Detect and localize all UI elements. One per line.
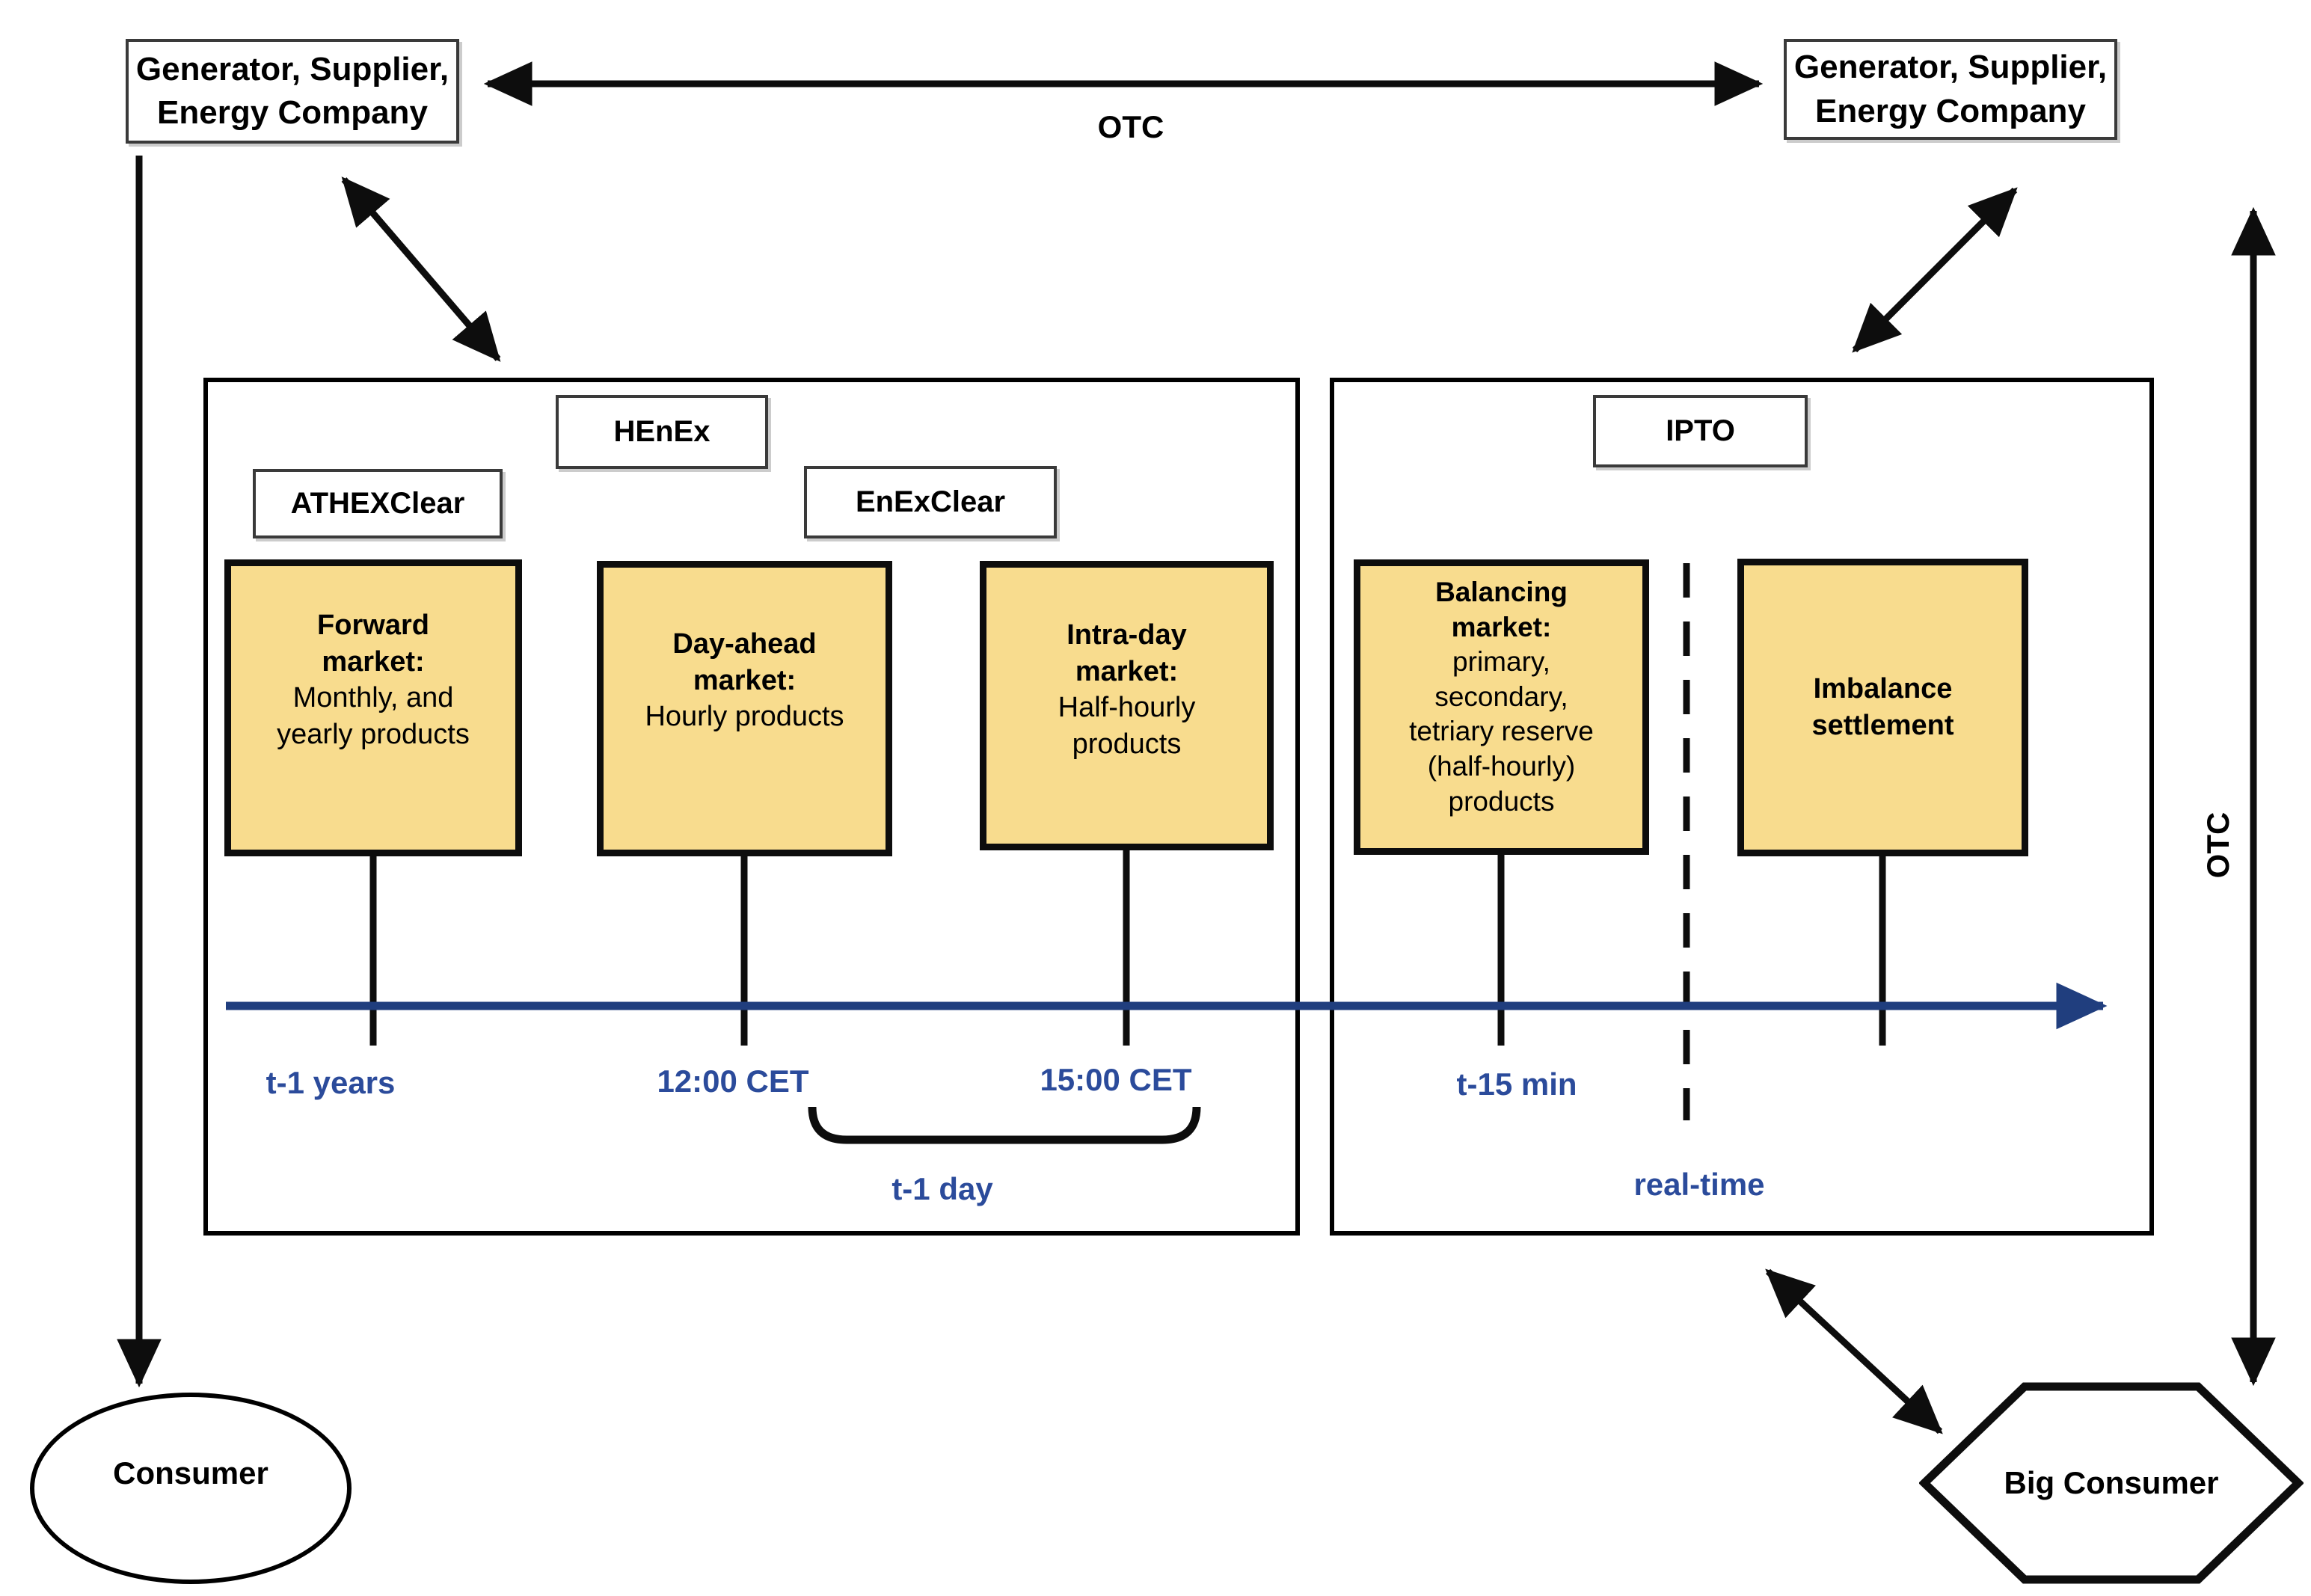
actor-box-top-right: Generator, Supplier, Energy Company [1784,39,2117,140]
big-consumer-hexagon-shape [1919,1382,2304,1584]
otc-top-label: OTC [1097,109,1164,144]
big-consumer-hexagon [1919,1382,2304,1584]
ipto-bigconsumer-arrow [1765,1268,1943,1434]
actor-top-right-label: Generator, Supplier, Energy Company [1793,49,2108,129]
ipto-market-container [1330,378,2154,1236]
day-ahead-market-title: Day-ahead market: [672,628,817,696]
timeline-label-t15-min: t-15 min [1456,1066,1577,1102]
timeline-label-15cet: 15:00 CET [1040,1062,1192,1097]
timeline-label-t1-day: t-1 day [891,1171,993,1206]
big-consumer-label-wrap: Big Consumer [1919,1381,2304,1586]
balancing-market-title: Balancing market: [1435,577,1568,642]
actor-box-top-left: Generator, Supplier, Energy Company [126,39,459,144]
enexclear-label: EnExClear [855,485,1006,518]
consumer-label: Consumer [113,1455,268,1491]
balancing-market-desc: primary, secondary, tetriary reserve (ha… [1409,646,1594,817]
forward-market-title: Forward market: [317,610,429,678]
henex-label-box: HEnEx [556,395,768,469]
ipto-label: IPTO [1666,414,1735,447]
supplier-ipto-arrow [1852,187,2018,353]
intra-day-market-title: Intra-day market: [1067,619,1187,687]
intra-day-market-desc: Half-hourly products [1058,692,1196,760]
supplier-henex-arrow [341,177,501,362]
intra-day-market-box: Intra-day market: Half-hourly products [980,561,1274,850]
day-ahead-market-desc: Hourly products [645,701,844,733]
actor-top-left-label: Generator, Supplier, Energy Company [135,50,449,131]
enexclear-label-box: EnExClear [804,466,1057,538]
forward-market-desc: Monthly, and yearly products [277,682,470,750]
athexclear-label: ATHEXClear [290,487,465,520]
consumer-ellipse: Consumer [30,1393,352,1584]
t1-day-bracket [808,1106,1201,1144]
balancing-market-box: Balancing market: primary, secondary, te… [1354,559,1649,855]
ipto-label-box: IPTO [1593,395,1808,467]
timeline-label-12cet: 12:00 CET [657,1064,809,1099]
otc-right-label: OTC [2200,811,2235,879]
athexclear-label-box: ATHEXClear [253,469,503,538]
timeline-label-t1-years: t-1 years [266,1065,396,1100]
henex-market-container [203,378,1300,1236]
imbalance-settlement-box: Imbalance settlement [1737,559,2028,856]
forward-market-box: Forward market: Monthly, and yearly prod… [224,559,522,856]
day-ahead-market-box: Day-ahead market: Hourly products [597,561,892,856]
imbalance-settlement-title: Imbalance settlement [1811,673,1954,741]
henex-label: HEnEx [613,415,711,448]
big-consumer-label: Big Consumer [2004,1465,2219,1500]
timeline-label-real-time: real-time [1633,1167,1765,1202]
